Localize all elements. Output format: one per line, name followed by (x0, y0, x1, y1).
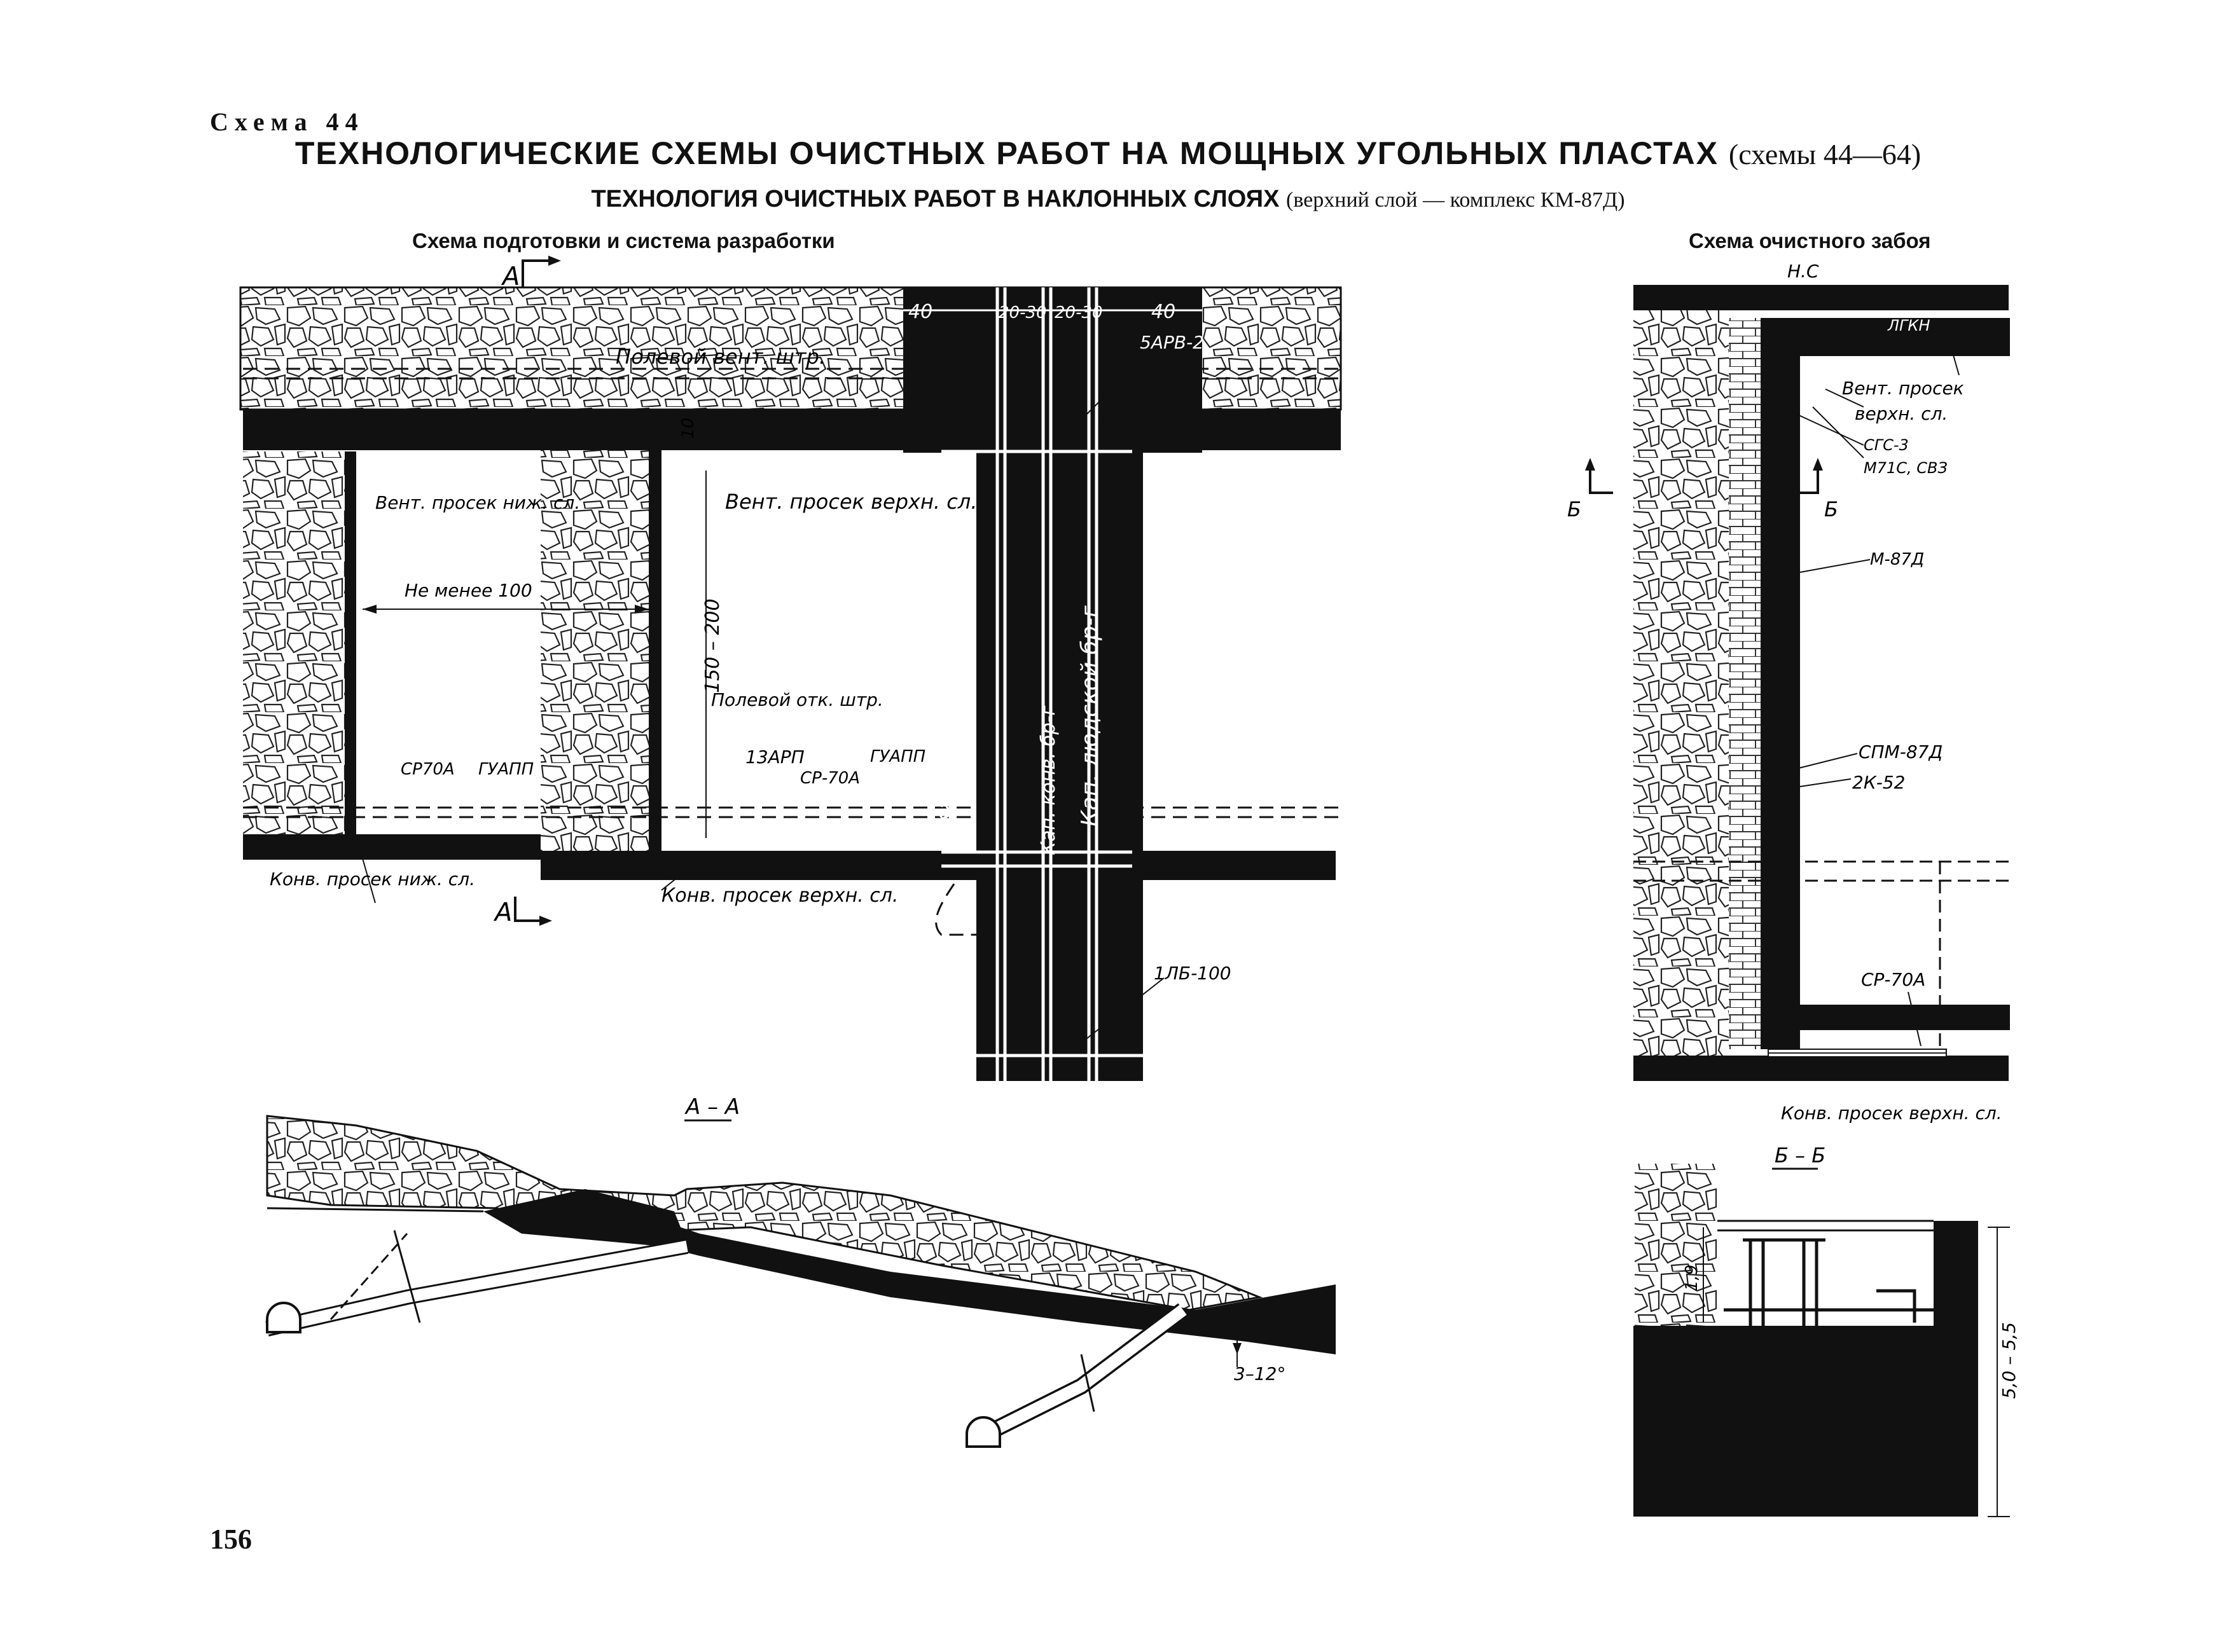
label-lgkn: ЛГКН (1887, 317, 1930, 334)
label-four: 4 (1820, 361, 1830, 379)
label-conv-lower: Конв. просек ниж. сл. (270, 869, 475, 890)
section-aa: А – А 3–12° (265, 1094, 1336, 1448)
subtitle-paren: (верхний слой — комплекс КМ-87Д) (1286, 188, 1625, 212)
section-bb: Б – Б 1,9 5,0 – 5,5 (1633, 1143, 2019, 1517)
svg-text:Б: Б (1824, 497, 1838, 521)
page-title: ТЕХНОЛОГИЧЕСКИЕ СХЕМЫ ОЧИСТНЫХ РАБОТ НА … (0, 135, 2216, 172)
plan-caption: Схема подготовки и система разработки (412, 229, 835, 252)
svg-text:А: А (501, 262, 520, 291)
plan-diagram: 40 20-30 20-30 40 А А Полевой в (239, 256, 1342, 1081)
label-range: 150 – 200 (702, 598, 724, 693)
label-sr70a-2: СР-70А (800, 769, 860, 788)
label-field-out: Полевой отк. штр. (711, 689, 883, 710)
page-subtitle: ТЕХНОЛОГИЯ ОЧИСТНЫХ РАБОТ В НАКЛОННЫХ СЛ… (0, 186, 2216, 213)
label-spm: СПМ-87Д (1859, 741, 1942, 762)
schema-number: Схема 44 (210, 107, 364, 136)
label-vent-lower: Вент. просек ниж. сл. (375, 492, 580, 513)
label-min-100: Не менее 100 (405, 580, 532, 601)
label-sgs: СГС-3 (1864, 436, 1909, 454)
label-sr70a: СР-70А (1861, 969, 1925, 990)
section-a-marker-top: А (501, 256, 561, 291)
label-arp: 13АРП (745, 747, 805, 767)
title-text: ТЕХНОЛОГИЧЕСКИЕ СХЕМЫ ОЧИСТНЫХ РАБОТ НА … (294, 135, 1719, 171)
label-ten: 10 (679, 418, 698, 439)
label-shaft-aux: Кап. вспом. бр-г (932, 630, 959, 827)
section-a-marker-bottom: А (493, 897, 552, 927)
section-bb-label: Б – Б (1775, 1143, 1825, 1167)
page-number: 156 (210, 1524, 252, 1555)
label-k52: 2К-52 (1852, 772, 1905, 793)
label-vent-field: Полевой вент. штр. (616, 345, 826, 369)
section-aa-label: А – А (684, 1094, 740, 1120)
dim-label: 20-30 (999, 303, 1047, 322)
svg-text:Б: Б (1567, 497, 1581, 521)
label-ns: Н.С (1787, 261, 1819, 282)
label-arv: 5АРВ-2 (1140, 332, 1204, 353)
dim-label: 20-30 (1055, 303, 1103, 322)
label-guapp-1: ГУАПП (478, 760, 534, 779)
dim-label: 40 (1151, 301, 1175, 323)
label-m87: М-87Д (1870, 550, 1924, 569)
label-shaft-people: Кап. людской бр-г (1077, 605, 1103, 827)
label-conv-upper-face: Конв. просек верхн. сл. (1781, 1103, 2002, 1124)
label-m71: М71С, СВЗ (1864, 459, 1948, 477)
label-guapp-2: ГУАПП (870, 747, 925, 766)
dim-h2: 5,0 – 5,5 (1998, 1322, 2019, 1399)
label-sr70a-1: СР70А (401, 760, 455, 779)
section-b-marker-right: Б (1795, 458, 1838, 521)
face-caption: Схема очистного забоя (1689, 229, 1931, 252)
label-vent2: верхн. сл. (1855, 403, 1948, 424)
label-shaft-conv: Кап. конв. бр-г (1037, 705, 1060, 855)
plan-dims: 40 20-30 20-30 40 (903, 301, 1202, 323)
label-vent: Вент. просек (1842, 378, 1964, 399)
label-vent-upper: Вент. просек верхн. сл. (725, 490, 977, 514)
dim-label: 40 (908, 301, 932, 323)
angle-label: 3–12° (1234, 1363, 1285, 1384)
dim-h1: 1,9 (1682, 1265, 1701, 1291)
svg-text:А: А (493, 898, 512, 927)
subtitle-text: ТЕХНОЛОГИЯ ОЧИСТНЫХ РАБОТ В НАКЛОННЫХ СЛ… (591, 186, 1280, 212)
face-diagram: Б Б Н.С ЛГКН Вент. просек верхн. сл. 4 С… (1567, 261, 2010, 1124)
label-conv-upper: Конв. просек верхн. сл. (661, 885, 898, 907)
title-paren: (схемы 44—64) (1728, 138, 1922, 170)
label-lb100: 1ЛБ-100 (1154, 963, 1231, 984)
section-b-marker-left: Б (1567, 458, 1613, 521)
